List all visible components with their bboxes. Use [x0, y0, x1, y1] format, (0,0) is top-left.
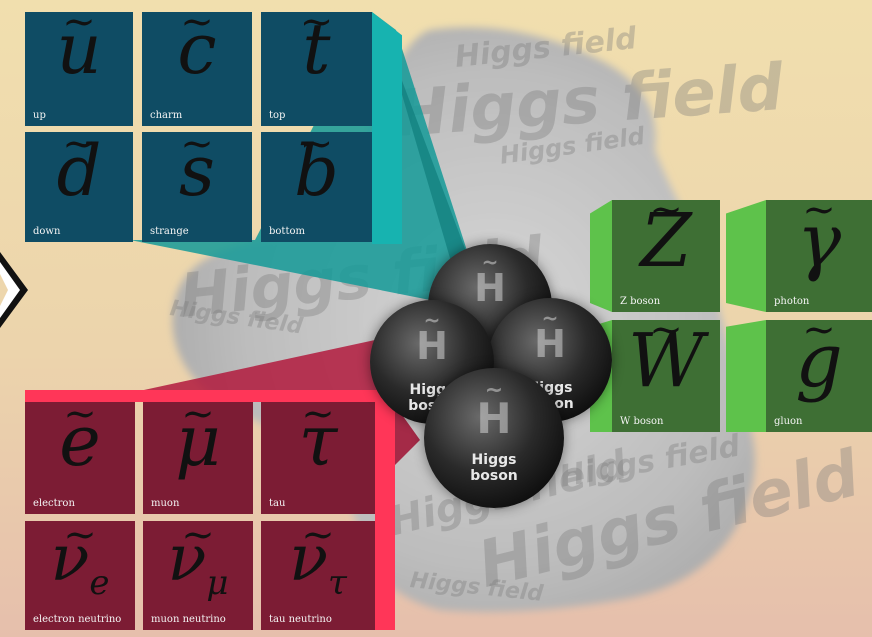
- lepton-cube-muon-neutrino: ~νμ muon neutrino: [143, 521, 253, 630]
- boson-side-photon: [726, 200, 766, 312]
- quark-block-side: [372, 12, 402, 244]
- boson-cube-photon: ~γ photon: [766, 200, 872, 312]
- lepton-cube-tau: ~τ tau: [261, 402, 375, 514]
- quark-cube-charm: ~c charm: [142, 12, 252, 126]
- quark-cube-up: ~u up: [25, 12, 133, 126]
- lepton-cube-electron-neutrino: ~νe electron neutrino: [25, 521, 135, 630]
- quark-cube-strange: ~s strange: [142, 132, 252, 242]
- quark-cube-top: ~t top: [261, 12, 372, 126]
- lepton-cube-muon: ~μ muon: [143, 402, 253, 514]
- boson-cube-z: ~Z Z boson: [612, 200, 720, 312]
- boson-cube-w: ~W W boson: [612, 320, 720, 432]
- lepton-block-side: [375, 390, 395, 630]
- quark-cube-down: ~d down: [25, 132, 133, 242]
- lepton-cube-tau-neutrino: ~ντ tau neutrino: [261, 521, 375, 630]
- quark-cube-bottom: ~b bottom: [261, 132, 372, 242]
- boson-side-z: [590, 200, 612, 312]
- boson-side-gluon: [726, 320, 766, 432]
- lepton-cube-electron: ~e electron: [25, 402, 135, 514]
- boson-cube-gluon: ~g gluon: [766, 320, 872, 432]
